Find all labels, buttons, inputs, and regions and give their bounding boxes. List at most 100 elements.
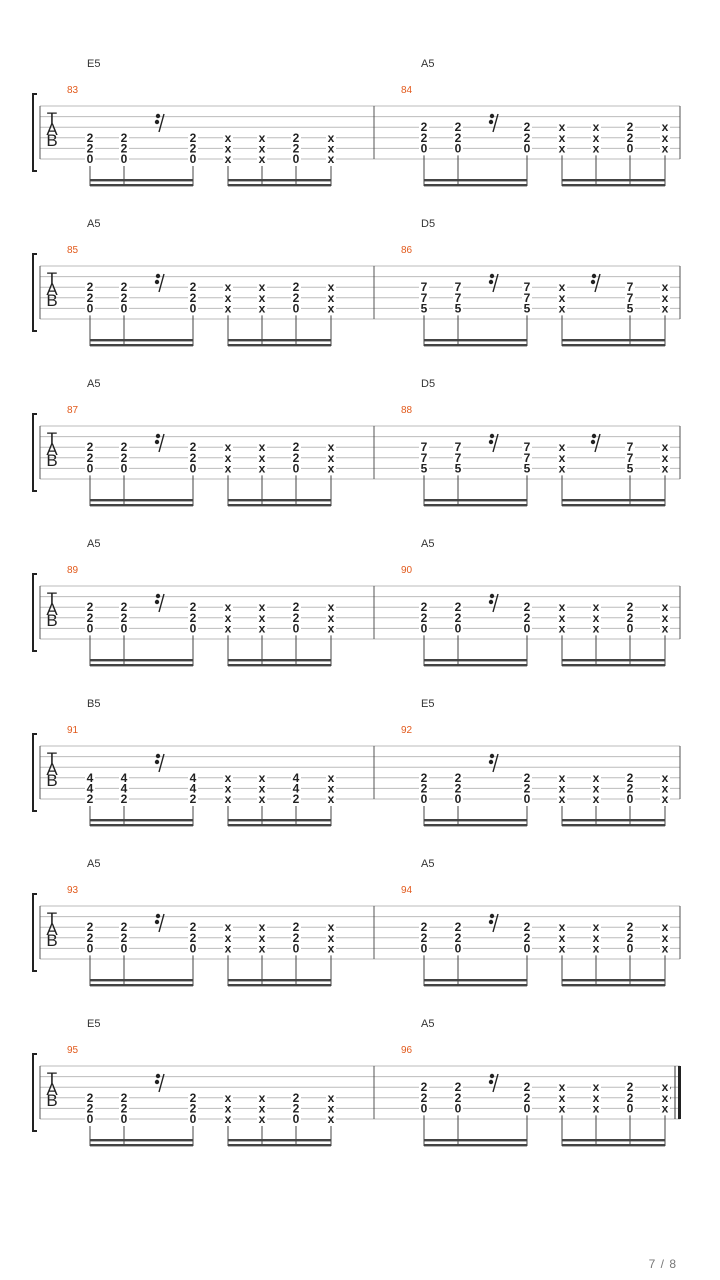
fret-mask: [625, 303, 635, 314]
fret-mask: [625, 943, 635, 954]
fret-mask: [119, 132, 129, 143]
fret-mask: [591, 602, 601, 613]
fret-number: 0: [627, 1101, 634, 1115]
dead-note: x: [593, 600, 600, 614]
fret-number: 2: [87, 131, 94, 145]
beam: [228, 184, 331, 187]
beam: [562, 339, 665, 342]
fret-mask: [119, 612, 129, 623]
fret-number: 2: [627, 611, 634, 625]
fret-mask: [326, 922, 336, 933]
fret-mask: [326, 602, 336, 613]
fret-number: 2: [87, 291, 94, 305]
fret-number: 2: [524, 1091, 531, 1105]
fret-mask: [557, 452, 567, 463]
fret-mask: [591, 783, 601, 794]
dead-note: x: [662, 792, 669, 806]
fret-number: 2: [627, 600, 634, 614]
fret-number: 2: [87, 1091, 94, 1105]
fret-number: 2: [190, 1101, 197, 1115]
sixteenth-rest-icon: [488, 919, 494, 925]
fret-mask: [257, 602, 267, 613]
fret-mask: [291, 282, 301, 293]
fret-mask: [326, 132, 336, 143]
fret-mask: [188, 602, 198, 613]
fret-number: 4: [293, 781, 300, 795]
fret-mask: [119, 932, 129, 943]
fret-mask: [453, 452, 463, 463]
fret-mask: [625, 783, 635, 794]
fret-number: 2: [421, 920, 428, 934]
fret-mask: [625, 132, 635, 143]
fret-number: 2: [190, 440, 197, 454]
fret-mask: [223, 922, 233, 933]
fret-mask: [660, 772, 670, 783]
fret-number: 0: [87, 621, 94, 635]
dead-note: x: [662, 920, 669, 934]
beam: [562, 499, 665, 502]
fret-mask: [119, 1092, 129, 1103]
fret-number: 0: [421, 141, 428, 155]
fret-mask: [223, 602, 233, 613]
dead-note: x: [225, 1091, 232, 1105]
fret-mask: [326, 1103, 336, 1114]
fret-number: 5: [627, 461, 634, 475]
fret-mask: [419, 943, 429, 954]
fret-number: 2: [121, 440, 128, 454]
beam: [228, 504, 331, 507]
fret-mask: [419, 303, 429, 314]
fret-mask: [223, 442, 233, 453]
fret-mask: [557, 132, 567, 143]
fret-mask: [119, 303, 129, 314]
dead-note: x: [259, 1112, 266, 1126]
fret-mask: [591, 772, 601, 783]
beam: [228, 979, 331, 982]
sixteenth-rest-icon: [158, 593, 165, 613]
fret-number: 2: [421, 120, 428, 134]
fret-number: 2: [87, 920, 94, 934]
dead-note: x: [593, 611, 600, 625]
chord-name: E5: [421, 698, 434, 710]
fret-mask: [291, 922, 301, 933]
sixteenth-rest-icon: [492, 433, 499, 453]
dead-note: x: [662, 291, 669, 305]
beam: [90, 1139, 193, 1142]
fret-number: 2: [121, 600, 128, 614]
fret-number: 0: [293, 152, 300, 166]
fret-mask: [660, 1092, 670, 1103]
fret-mask: [223, 303, 233, 314]
fret-mask: [591, 1082, 601, 1093]
fret-mask: [188, 1103, 198, 1114]
sixteenth-rest-icon: [590, 439, 596, 445]
sixteenth-rest-icon: [492, 753, 499, 773]
dead-note: x: [225, 440, 232, 454]
fret-mask: [522, 783, 532, 794]
staff-system: TABB591442442442xxxxxx442xxxE59222022022…: [32, 698, 681, 827]
fret-mask: [625, 282, 635, 293]
fret-mask: [85, 154, 95, 164]
fret-mask: [326, 143, 336, 154]
chord-name: A5: [421, 858, 434, 870]
fret-mask: [291, 783, 301, 794]
sixteenth-rest-icon: [154, 279, 160, 285]
fret-mask: [119, 463, 129, 474]
fret-mask: [625, 122, 635, 133]
fret-number: 0: [627, 621, 634, 635]
fret-mask: [223, 943, 233, 954]
fret-number: 2: [293, 451, 300, 465]
beam: [90, 664, 193, 667]
beam: [424, 1139, 527, 1142]
fret-mask: [453, 122, 463, 133]
fret-number: 0: [421, 792, 428, 806]
fret-mask: [188, 932, 198, 943]
dead-note: x: [559, 621, 566, 635]
tab-clef-letter: A: [46, 920, 58, 939]
fret-mask: [326, 303, 336, 314]
dead-note: x: [328, 931, 335, 945]
fret-mask: [660, 292, 670, 303]
dead-note: x: [662, 931, 669, 945]
fret-number: 7: [524, 291, 531, 305]
measure-number: 90: [401, 565, 413, 576]
dead-note: x: [559, 1080, 566, 1094]
fret-mask: [419, 783, 429, 794]
